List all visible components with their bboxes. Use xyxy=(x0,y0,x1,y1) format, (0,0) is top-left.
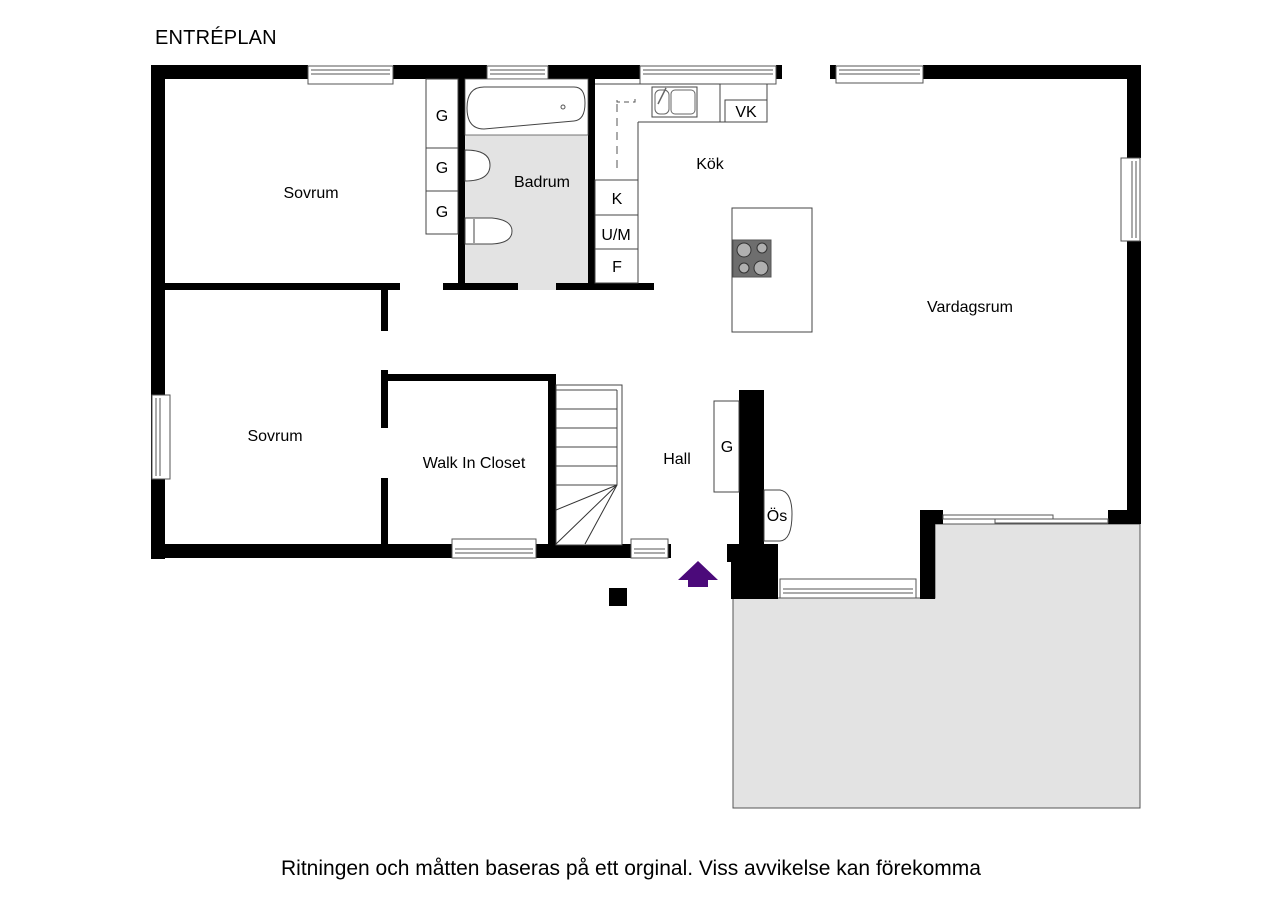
fixture-label-wardrobe-1: G xyxy=(436,108,448,125)
room-label-badrum: Badrum xyxy=(514,174,570,191)
hall-wardrobe xyxy=(713,400,740,493)
kitchen xyxy=(594,83,813,333)
interior-walls xyxy=(165,79,778,606)
exterior-walls xyxy=(151,65,1141,599)
bathroom-fixtures xyxy=(464,78,589,245)
freezer xyxy=(594,179,639,216)
floor-title: ENTRÉPLAN xyxy=(155,27,277,49)
room-label-sovrum-top: Sovrum xyxy=(283,185,338,202)
windows xyxy=(151,65,1141,599)
bedroom-wardrobes xyxy=(425,78,459,235)
fixture-label-dishwasher: VK xyxy=(735,104,757,121)
fixture-label-coat-rack: Ös xyxy=(767,507,787,525)
fixture-label-oven-micro: U/M xyxy=(601,227,630,244)
room-label-sovrum-bottom: Sovrum xyxy=(247,428,302,445)
fixture-label-wardrobe-2: G xyxy=(436,160,448,177)
hall-fixtures xyxy=(713,400,793,542)
oven-micro xyxy=(594,214,639,250)
room-label-kok: Kök xyxy=(696,156,725,173)
disclaimer-text: Ritningen och måtten baseras på ett orgi… xyxy=(281,857,981,880)
patio xyxy=(732,523,1141,809)
dishwasher xyxy=(724,99,768,123)
column xyxy=(609,588,627,606)
toilet xyxy=(464,217,513,245)
fixture-label-hall-wardrobe: G xyxy=(721,439,733,456)
sink xyxy=(464,149,491,182)
fridge xyxy=(594,248,639,284)
staircase xyxy=(555,384,623,546)
room-label-walk-in-closet: Walk In Closet xyxy=(423,455,526,472)
fixture-label-fridge: F xyxy=(612,259,622,276)
fixture-label-wardrobe-3: G xyxy=(436,204,448,221)
room-label-hall: Hall xyxy=(663,451,691,468)
fixture-label-freezer: K xyxy=(612,191,623,208)
room-label-vardagsrum: Vardagsrum xyxy=(927,299,1013,316)
entrance-arrow-icon xyxy=(678,561,718,587)
bathtub xyxy=(466,86,586,130)
coat-rack xyxy=(763,489,793,542)
